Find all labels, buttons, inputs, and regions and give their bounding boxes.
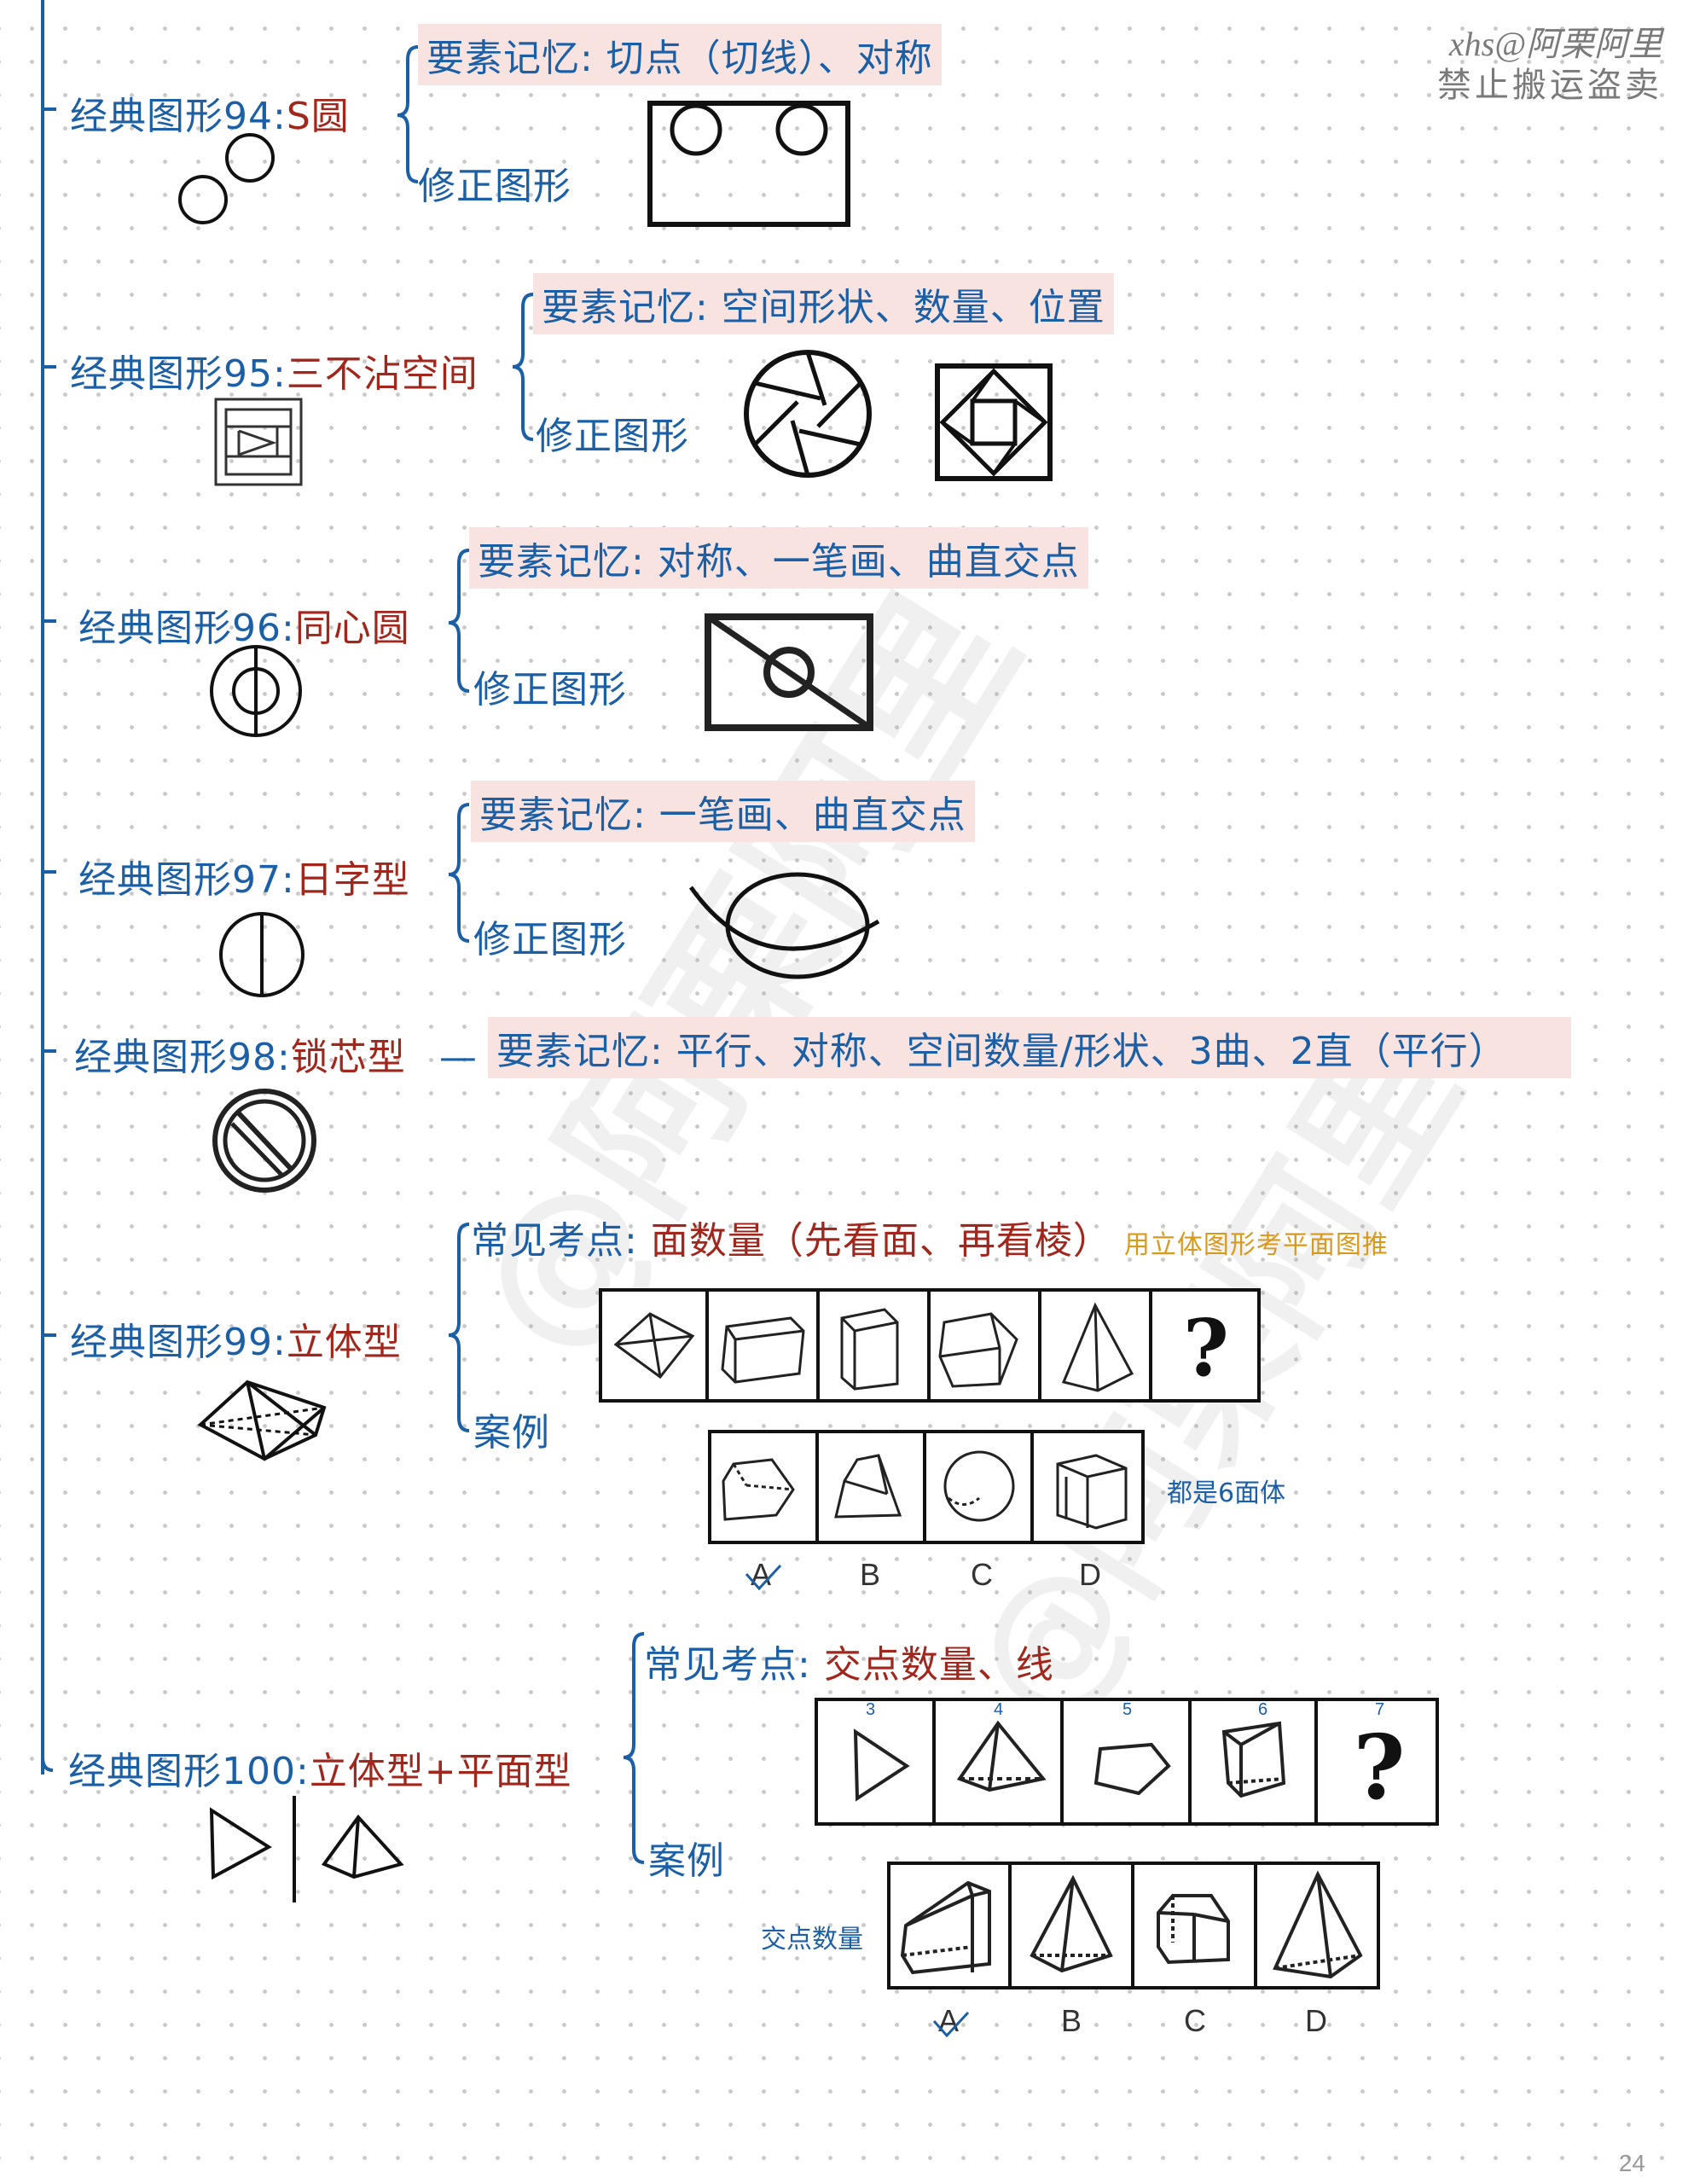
section-100-option-d: D	[1305, 2003, 1327, 2038]
s-circle-icon	[178, 133, 275, 224]
section-99-options-row	[708, 1430, 1145, 1544]
section-94-memory-text: 要素记忆: 切点（切线）、对称	[426, 37, 933, 80]
section-95-title: 经典图形95:三不沾空间	[70, 343, 479, 398]
section-96-memory: 要素记忆: 对称、一笔画、曲直交点	[469, 527, 1088, 589]
section-96-fix-label: 修正图形	[473, 668, 627, 712]
section-99-option-d: D	[1079, 1557, 1101, 1592]
section-98-title: 经典图形98:锁芯型 —	[74, 1026, 478, 1081]
section-95-memory: 要素记忆: 空间形状、数量、位置	[533, 273, 1114, 334]
circle-split-icon	[219, 912, 305, 997]
section-99-option-c: C	[971, 1557, 993, 1592]
section-95-memory-text: 要素记忆: 空间形状、数量、位置	[542, 286, 1105, 329]
section-96-memory-text: 要素记忆: 对称、一笔画、曲直交点	[478, 540, 1080, 584]
section-95-name: 三不沾空间	[286, 352, 479, 396]
section-100-prefix: 经典图形100:	[68, 1750, 310, 1793]
section-96-prefix: 经典图形96:	[78, 607, 295, 650]
section-99-case-label: 案例	[473, 1411, 550, 1455]
count-label-4: 6	[1258, 1700, 1268, 1719]
section-97-memory-text: 要素记忆: 一笔画、曲直交点	[479, 793, 966, 837]
section-97-fix-label: 修正图形	[473, 918, 627, 961]
concentric-circle-icon	[210, 645, 302, 737]
count-label-3: 5	[1122, 1700, 1133, 1719]
section-94-memory: 要素记忆: 切点（切线）、对称	[418, 24, 942, 85]
section-100-option-b: B	[1061, 2003, 1082, 2038]
section-100-exam-value: 交点数量、线	[823, 1643, 1054, 1687]
section-99-exam: 常见考点: 面数量（先看面、再看棱） 用立体图形考平面图推	[471, 1210, 1389, 1264]
count-label-1: 3	[866, 1700, 876, 1719]
section-97-title: 经典图形97:日字型	[78, 849, 410, 903]
section-94-name: S圆	[286, 95, 350, 138]
lock-core-icon	[212, 1089, 316, 1193]
section-97-name: 日字型	[294, 858, 410, 902]
section-94-bracket	[397, 45, 419, 183]
section-98-name: 锁芯型	[290, 1036, 406, 1079]
section-100-question-row: ?	[815, 1698, 1439, 1826]
section-95-bracket	[512, 293, 534, 441]
section-94-fix-figure	[647, 101, 850, 227]
section-95-prefix: 经典图形95:	[70, 352, 287, 396]
section-96-title: 经典图形96:同心圆	[78, 597, 410, 652]
section-94-title: 经典图形94:S圆	[70, 85, 350, 140]
section-96-bracket	[448, 549, 470, 693]
section-99-bracket	[448, 1223, 470, 1432]
section-100-bracket	[623, 1632, 645, 1864]
section-98-dash: —	[438, 1036, 478, 1079]
section-100-name: 立体型+平面型	[309, 1750, 572, 1793]
section-98-prefix: 经典图形98:	[74, 1036, 291, 1079]
section-99-title: 经典图形99:立体型	[70, 1311, 402, 1366]
svg-text:?: ?	[1183, 1302, 1229, 1394]
section-96-name: 同心圆	[294, 607, 410, 650]
three-space-icon	[214, 398, 303, 486]
section-100-title: 经典图形100:立体型+平面型	[68, 1740, 572, 1795]
octahedron-icon	[197, 1380, 327, 1461]
section-99-prefix: 经典图形99:	[70, 1321, 287, 1364]
ellipse-curve-figure	[688, 872, 880, 979]
rect-circle-diagonal-figure	[705, 613, 873, 731]
section-99-answer-note: 都是6面体	[1167, 1478, 1286, 1508]
section-95-fix-label: 修正图形	[536, 415, 689, 458]
section-99-option-b: B	[860, 1557, 881, 1592]
triangle-pyramid-icon	[209, 1796, 404, 1902]
watermark-line2: 禁止搬运盗卖	[1437, 66, 1662, 105]
section-100-case-label: 案例	[648, 1839, 725, 1883]
check-mark-icon-2	[932, 2011, 970, 2038]
section-94-prefix: 经典图形94:	[70, 95, 287, 138]
section-98-memory-text: 要素记忆: 平行、对称、空间数量/形状、3曲、2直（平行）	[496, 1030, 1507, 1073]
section-100-options-row	[887, 1862, 1380, 1989]
watermark-line1: xhs@阿栗阿里	[1448, 25, 1662, 63]
svg-text:?: ?	[1354, 1715, 1406, 1820]
section-99-exam-value: 面数量（先看面、再看棱）	[650, 1219, 1111, 1263]
section-100-option-c: C	[1184, 2003, 1206, 2038]
shutter-circle-figure	[744, 350, 872, 478]
section-99-name: 立体型	[286, 1321, 402, 1364]
section-100-exam-prefix: 常见考点:	[644, 1643, 811, 1687]
section-98-memory: 要素记忆: 平行、对称、空间数量/形状、3曲、2直（平行）	[488, 1017, 1571, 1078]
page-number: 24	[1618, 2150, 1645, 2176]
section-99-exam-prefix: 常见考点:	[471, 1219, 638, 1263]
section-100-exam: 常见考点: 交点数量、线	[644, 1634, 1054, 1688]
nested-square-figure	[935, 363, 1053, 481]
section-100-answer-note: 交点数量	[761, 1925, 863, 1955]
section-99-exam-note: 用立体图形考平面图推	[1123, 1230, 1389, 1260]
section-97-prefix: 经典图形97:	[78, 858, 295, 902]
check-mark-icon	[745, 1564, 782, 1591]
count-label-2: 4	[994, 1700, 1004, 1719]
watermark: xhs@阿栗阿里 禁止搬运盗卖	[1437, 24, 1662, 106]
count-label-5: 7	[1375, 1700, 1385, 1719]
section-97-bracket	[448, 803, 470, 943]
section-99-question-row: ?	[599, 1288, 1261, 1403]
section-94-fix-label: 修正图形	[418, 165, 571, 208]
section-97-memory: 要素记忆: 一笔画、曲直交点	[471, 781, 975, 842]
